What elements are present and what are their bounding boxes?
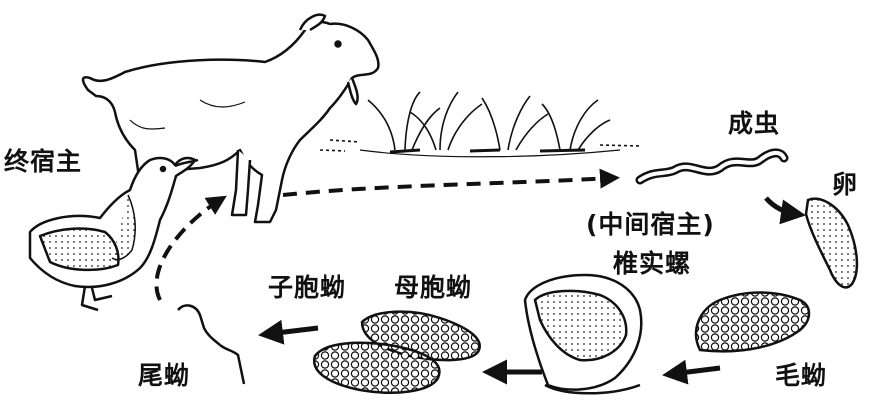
label-miracidium: 毛蚴 <box>775 356 827 392</box>
label-final-host: 终宿主 <box>4 142 82 178</box>
marsh-illustration <box>320 92 640 157</box>
label-redia: 母胞蚴 <box>394 268 472 304</box>
miracidium-illustration <box>696 293 809 352</box>
arrow-miracidium-to-snail <box>672 368 720 374</box>
label-adult-worm: 成虫 <box>728 104 780 140</box>
snail-illustration <box>525 275 641 393</box>
arrow-worm-to-egg <box>766 198 796 214</box>
label-egg: 卵 <box>832 165 858 201</box>
arrow-cercaria-to-host <box>156 200 220 300</box>
egg-illustration <box>806 199 857 288</box>
label-sporocyst: 子胞蚴 <box>268 268 346 304</box>
label-intermediate-host: (中间宿主) <box>586 205 715 241</box>
duck-illustration <box>30 158 198 310</box>
label-cercaria: 尾蚴 <box>138 356 190 392</box>
arrow-host-to-marsh <box>283 178 612 195</box>
label-snail: 椎实螺 <box>613 244 691 280</box>
arrow-redia-to-cercaria <box>268 328 318 334</box>
